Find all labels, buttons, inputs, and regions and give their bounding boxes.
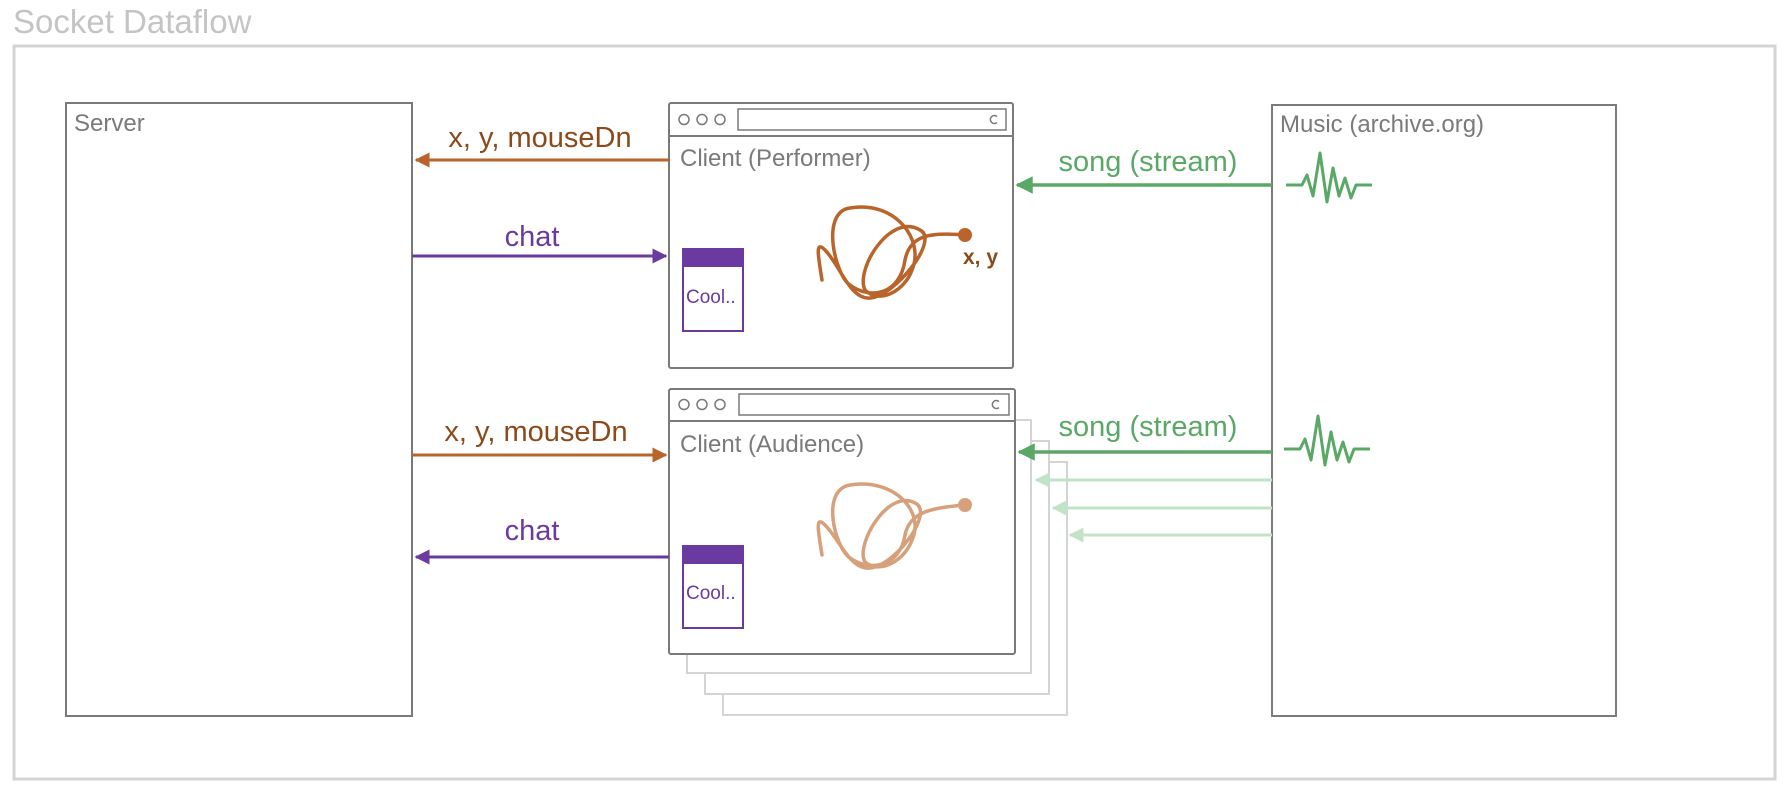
arrow-label: song (stream) [1059, 146, 1238, 178]
scribble-path [816, 205, 967, 300]
address-bar[interactable] [737, 108, 1007, 131]
music-box: Music (archive.org) [1271, 104, 1617, 717]
audience-label: Client (Audience) [680, 431, 864, 458]
reload-icon[interactable] [989, 114, 998, 125]
arrow-performer-to-server: x, y, mouseDn [414, 122, 669, 168]
chat-window-icon[interactable]: Cool.. [682, 545, 744, 629]
arrow-label: x, y, mouseDn [444, 416, 627, 448]
window-controls-icon [678, 398, 726, 411]
performer-label: Client (Performer) [680, 145, 871, 172]
diagram-frame [12, 44, 1777, 781]
pointer-dot [958, 228, 972, 242]
reload-icon[interactable] [991, 399, 1000, 410]
arrow-label: song (stream) [1059, 411, 1238, 443]
diagram-title: Socket Dataflow [13, 3, 252, 40]
arrow-label: chat [505, 515, 560, 547]
chat-window-icon[interactable]: Cool.. [682, 248, 744, 332]
chat-preview: Cool.. [686, 583, 736, 604]
arrows-music-to-audience-stack [1034, 472, 1272, 543]
arrow-server-to-performer: chat [412, 221, 668, 264]
pointer-dot [958, 498, 972, 512]
window-controls-icon [678, 113, 726, 126]
server-box: Server [65, 102, 413, 717]
arrow-server-to-audience: x, y, mouseDn [412, 416, 668, 463]
audience-window: Client (Audience) Cool.. [668, 388, 1016, 655]
arrow-label: x, y, mouseDn [448, 122, 631, 154]
music-label: Music (archive.org) [1280, 111, 1484, 138]
audio-waveform-icon [1286, 151, 1372, 204]
server-label: Server [74, 110, 145, 137]
scribble-path [816, 482, 967, 570]
arrow-label: chat [505, 221, 560, 253]
arrow-music-to-performer: song (stream) [1015, 146, 1272, 194]
pointer-label: x, y [963, 246, 998, 269]
performer-window: Client (Performer) x, y Cool.. [668, 102, 1014, 369]
arrow-music-to-audience: song (stream) [1017, 411, 1272, 461]
chat-preview: Cool.. [686, 287, 736, 308]
address-bar[interactable] [738, 393, 1010, 416]
audio-waveform-icon [1284, 414, 1370, 467]
arrow-audience-to-server: chat [414, 515, 669, 565]
